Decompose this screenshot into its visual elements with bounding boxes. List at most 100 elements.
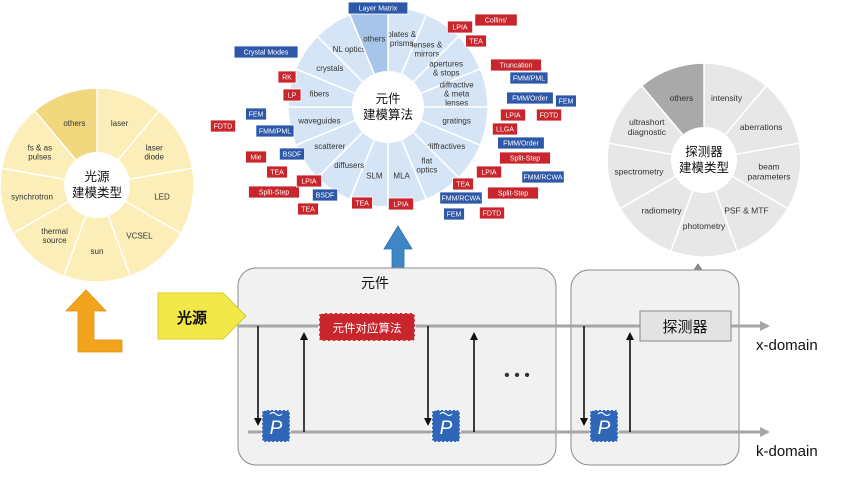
algorithm-tag-label: FMM/RCWA: [523, 175, 562, 182]
algorithm-tag-label: FMM/PML: [259, 129, 291, 136]
x-domain-label: x-domain: [756, 337, 818, 354]
algorithm-tag-label: FMM/PML: [513, 76, 545, 83]
algorithm-tag: FMM/PML: [509, 71, 549, 85]
wheel-segment-label: VCSEL: [126, 232, 153, 241]
algorithm-tag: TEA: [297, 202, 319, 216]
algorithm-tag-label: FEM: [249, 112, 264, 119]
wheel-segment-label: aberrations: [740, 122, 783, 132]
algorithm-tag-label: LPIA: [505, 113, 521, 120]
algorithm-tag-label: BSDF: [316, 193, 335, 200]
algorithm-tag: FMM/RCWA: [439, 191, 483, 205]
detector-block-label: 探测器: [662, 319, 707, 336]
wheel-segment-label: sun: [91, 247, 104, 256]
algorithm-tag: LLGA: [491, 122, 518, 136]
algorithm-tag: TEA: [266, 165, 288, 179]
algorithm-tag-bg: [487, 186, 539, 200]
algorithm-tag-bg: [491, 122, 518, 136]
algorithm-tag-label: LPIA: [452, 25, 468, 32]
algorithm-tag: LPIA: [499, 108, 526, 122]
algorithm-tag-label: FMM/Order: [503, 141, 539, 148]
algorithm-tag-label: TEA: [355, 201, 369, 208]
tilde-mark: [597, 411, 611, 417]
algorithm-tag-bg: [311, 188, 338, 202]
algorithm-tag-label: LLGA: [496, 127, 514, 134]
wheel-segment-label: waveguides: [297, 117, 340, 126]
algorithm-tag-bg: [506, 91, 554, 105]
algorithm-tag: TEA: [351, 196, 373, 210]
detector-block: [639, 310, 732, 342]
algorithm-tag-bg: [443, 207, 465, 221]
algorithm-tag-bg: [233, 45, 299, 59]
wheel-segment-label: crystals: [316, 64, 343, 73]
wheel-segment-label: others: [670, 93, 694, 103]
algorithm-tag-label: FDTD: [540, 113, 559, 120]
algorithm-tag-bg: [439, 191, 483, 205]
source-wheel-title-line2: 建模类型: [72, 186, 122, 200]
wheel-segment-label: radiometry: [642, 206, 683, 216]
algorithm-tag-label: Collins': [485, 18, 507, 25]
algorithm-tag-bg: [295, 174, 322, 188]
operator-symbol: P: [440, 418, 453, 439]
algorithm-tag: Split-Step: [487, 186, 539, 200]
wheel-segment-label: PSF & MTF: [724, 206, 768, 216]
tilde-mark: [439, 411, 453, 417]
algorithm-tag-label: TEA: [469, 39, 483, 46]
component-box-title: 元件: [361, 275, 389, 291]
algorithm-block: [318, 312, 416, 342]
source-up-arrow: [65, 289, 123, 353]
algorithm-tag: Mie: [245, 150, 267, 164]
algorithm-tag-label: LPIA: [301, 179, 317, 186]
wheel-segment-label: scatterer: [314, 142, 345, 151]
algorithm-tag-label: FDTD: [214, 124, 233, 131]
operator-badge-1: P: [261, 409, 291, 443]
source-block: [157, 292, 247, 340]
algorithm-tag: FMM/Order: [506, 91, 554, 105]
algorithm-tag-label: FDTD: [483, 211, 502, 218]
algorithm-tag-label: Crystal Modes: [244, 50, 289, 57]
algorithm-tag-bg: [474, 13, 518, 27]
algorithm-tag: FEM: [443, 207, 465, 221]
algorithm-tag-bg: [282, 88, 302, 102]
algorithm-tag-bg: [536, 108, 563, 122]
algorithm-tag-bg: [475, 165, 502, 179]
algorithm-tag-bg: [351, 196, 373, 210]
algorithm-tag-bg: [277, 70, 297, 84]
algorithm-tag-label: LP: [288, 93, 297, 100]
wheel-segment: [62, 182, 132, 283]
algorithm-tag: FDTD: [478, 206, 505, 220]
algorithm-tag-bg: [387, 197, 414, 211]
algorithm-tag-bg: [446, 20, 473, 34]
algorithm-tag-bg: [245, 150, 267, 164]
algorithm-tag-bg: [499, 108, 526, 122]
component-wheel-hub: [352, 71, 424, 143]
wheel-segment-label: gratings: [442, 117, 470, 126]
component-wheel-title-line2: 建模算法: [363, 107, 413, 122]
algorithm-tag: BSDF: [311, 188, 338, 202]
algorithm-tag-label: Split-Step: [510, 156, 540, 163]
algorithm-tag: Collins': [474, 13, 518, 27]
wheel-segment-label: intensity: [711, 93, 743, 103]
tilde-mark: [269, 411, 283, 417]
operator-symbol: P: [598, 418, 611, 439]
algorithm-tag-label: FMM/RCWA: [441, 196, 480, 203]
algorithm-tag-label: Split-Step: [259, 190, 289, 197]
detector-wheel-hub: [671, 127, 737, 193]
wheel-segment-label: SLM: [366, 172, 383, 181]
algorithm-tag: Split-Step: [499, 151, 551, 165]
wheel-segment-label: apertures& stops: [429, 60, 463, 78]
algorithm-tag-bg: [255, 124, 295, 138]
algorithm-tag-label: TEA: [456, 182, 470, 189]
algorithm-tag: FMM/PML: [255, 124, 295, 138]
wheel-segment-label: plates &prisms: [387, 30, 417, 48]
algorithm-tag: Crystal Modes: [233, 45, 299, 59]
